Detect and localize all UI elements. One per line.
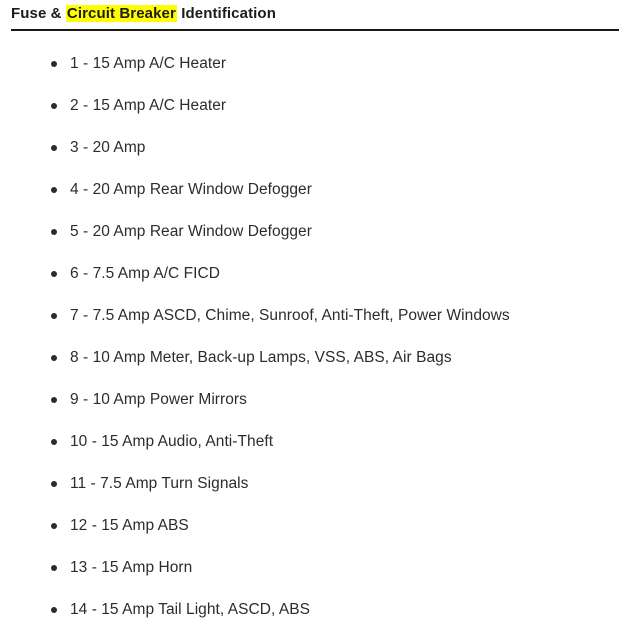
page-title: Fuse & Circuit Breaker Identification bbox=[11, 3, 626, 24]
bullet-icon bbox=[51, 607, 57, 613]
list-item-label: 1 - 15 Amp A/C Heater bbox=[70, 55, 227, 72]
document-header: Fuse & Circuit Breaker Identification bbox=[0, 0, 636, 31]
list-item: 14 - 15 Amp Tail Light, ASCD, ABS bbox=[0, 589, 636, 631]
list-item: 5 - 20 Amp Rear Window Defogger bbox=[0, 211, 636, 253]
bullet-icon bbox=[51, 523, 57, 529]
list-item: 10 - 15 Amp Audio, Anti-Theft bbox=[0, 421, 636, 463]
bullet-icon bbox=[51, 271, 57, 277]
fuse-identification-list: 1 - 15 Amp A/C Heater 2 - 15 Amp A/C Hea… bbox=[0, 43, 636, 631]
title-divider bbox=[11, 29, 619, 31]
list-item-label: 7 - 7.5 Amp ASCD, Chime, Sunroof, Anti-T… bbox=[70, 307, 510, 324]
list-item: 12 - 15 Amp ABS bbox=[0, 505, 636, 547]
list-item: 8 - 10 Amp Meter, Back-up Lamps, VSS, AB… bbox=[0, 337, 636, 379]
page-title-suffix: Identification bbox=[176, 5, 276, 22]
bullet-icon bbox=[51, 145, 57, 151]
bullet-icon bbox=[51, 565, 57, 571]
list-item-label: 14 - 15 Amp Tail Light, ASCD, ABS bbox=[70, 601, 311, 618]
bullet-icon bbox=[51, 103, 57, 109]
list-item: 2 - 15 Amp A/C Heater bbox=[0, 85, 636, 127]
list-item: 13 - 15 Amp Horn bbox=[0, 547, 636, 589]
list-item-label: 9 - 10 Amp Power Mirrors bbox=[70, 391, 247, 408]
list-item-label: 10 - 15 Amp Audio, Anti-Theft bbox=[70, 433, 274, 450]
page-title-prefix: Fuse & bbox=[11, 5, 66, 22]
bullet-icon bbox=[51, 481, 57, 487]
bullet-icon bbox=[51, 439, 57, 445]
list-item: 11 - 7.5 Amp Turn Signals bbox=[0, 463, 636, 505]
list-item: 3 - 20 Amp bbox=[0, 127, 636, 169]
list-item-label: 11 - 7.5 Amp Turn Signals bbox=[70, 475, 249, 492]
bullet-icon bbox=[51, 61, 57, 67]
bullet-icon bbox=[51, 187, 57, 193]
list-item-label: 4 - 20 Amp Rear Window Defogger bbox=[70, 181, 312, 198]
list-item-label: 13 - 15 Amp Horn bbox=[70, 559, 193, 576]
bullet-icon bbox=[51, 355, 57, 361]
bullet-icon bbox=[51, 229, 57, 235]
page-title-highlight: Circuit Breaker bbox=[65, 5, 177, 22]
list-item-label: 6 - 7.5 Amp A/C FICD bbox=[70, 265, 221, 282]
list-item-label: 3 - 20 Amp bbox=[70, 139, 146, 156]
list-item-label: 5 - 20 Amp Rear Window Defogger bbox=[70, 223, 312, 240]
list-item-label: 12 - 15 Amp ABS bbox=[70, 517, 189, 534]
list-item: 7 - 7.5 Amp ASCD, Chime, Sunroof, Anti-T… bbox=[0, 295, 636, 337]
list-item: 9 - 10 Amp Power Mirrors bbox=[0, 379, 636, 421]
bullet-icon bbox=[51, 313, 57, 319]
list-item: 4 - 20 Amp Rear Window Defogger bbox=[0, 169, 636, 211]
list-item-label: 2 - 15 Amp A/C Heater bbox=[70, 97, 227, 114]
bullet-icon bbox=[51, 397, 57, 403]
list-item: 6 - 7.5 Amp A/C FICD bbox=[0, 253, 636, 295]
list-item-label: 8 - 10 Amp Meter, Back-up Lamps, VSS, AB… bbox=[70, 349, 452, 366]
list-item: 1 - 15 Amp A/C Heater bbox=[0, 43, 636, 85]
